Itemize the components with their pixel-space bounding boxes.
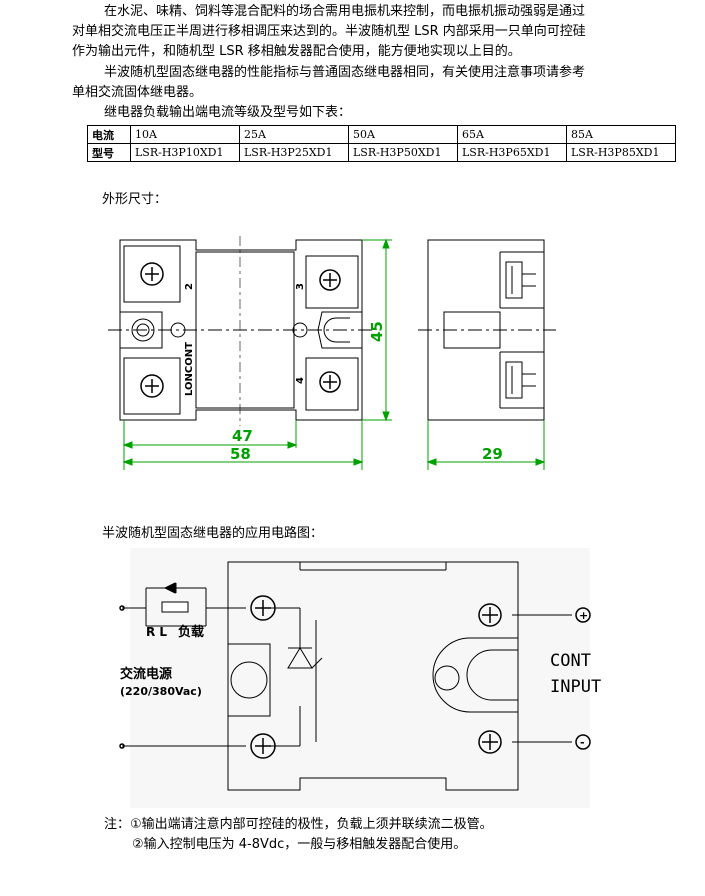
table-cell: LSR-H3P25XD1 — [239, 143, 349, 162]
rating-table: 电流 10A 25A 50A 65A 85A 型号 LSR-H3P10XD1 L… — [87, 125, 676, 162]
table-cell: LSR-H3P10XD1 — [130, 143, 240, 162]
table-header-current: 电流 — [87, 125, 131, 144]
note-2: ②输入控制电压为 4-8Vdc，一般与移相触发器配合使用。 — [132, 837, 467, 852]
intro-line-5: 单相交流固体继电器。 — [72, 85, 203, 100]
intro-line-1: 在水泥、味精、饲料等混合配料的场合需用电振机来控制，而电振机振动强弱是通过 — [104, 4, 586, 19]
dim-58-label: 58 — [230, 445, 251, 463]
dim-45-label: 45 — [368, 321, 386, 342]
terminal-4-label: 4 — [295, 377, 306, 384]
table-cell: 85A — [566, 125, 676, 144]
table-cell: LSR-H3P50XD1 — [348, 143, 458, 162]
dim-29-label: 29 — [482, 445, 503, 463]
intro-line-3: 作为输出元件，和随机型 LSR 移相触发器配合使用，能方便地实现以上目的。 — [72, 44, 521, 59]
terminal-3-label: 3 — [295, 283, 306, 290]
table-row-current: 电流 10A 25A 50A 65A 85A — [87, 125, 676, 144]
table-cell: LSR-H3P65XD1 — [457, 143, 567, 162]
brand-label: LONCONT — [184, 342, 195, 396]
table-cell: LSR-H3P85XD1 — [566, 143, 676, 162]
dim-47-label: 47 — [232, 427, 253, 445]
table-header-model: 型号 — [87, 143, 131, 162]
table-row-model: 型号 LSR-H3P10XD1 LSR-H3P25XD1 LSR-H3P50XD… — [87, 143, 676, 162]
dimensions-heading: 外形尺寸： — [102, 192, 168, 207]
intro-line-2: 对单相交流电压正半周进行移相调压来达到的。半波随机型 LSR 内部采用一只单向可… — [72, 24, 586, 39]
intro-line-4: 半波随机型固态继电器的性能指标与普通固态继电器相同，有关使用注意事项请参考 — [104, 65, 586, 80]
terminal-2-label: 2 — [184, 283, 195, 290]
note-1: 注：①输出端请注意内部可控硅的极性，负载上须并联续流二极管。 — [104, 817, 493, 832]
circuit-heading: 半波随机型固态继电器的应用电路图： — [102, 526, 324, 541]
table-caption: 继电器负载输出端电流等级及型号如下表： — [104, 105, 352, 120]
